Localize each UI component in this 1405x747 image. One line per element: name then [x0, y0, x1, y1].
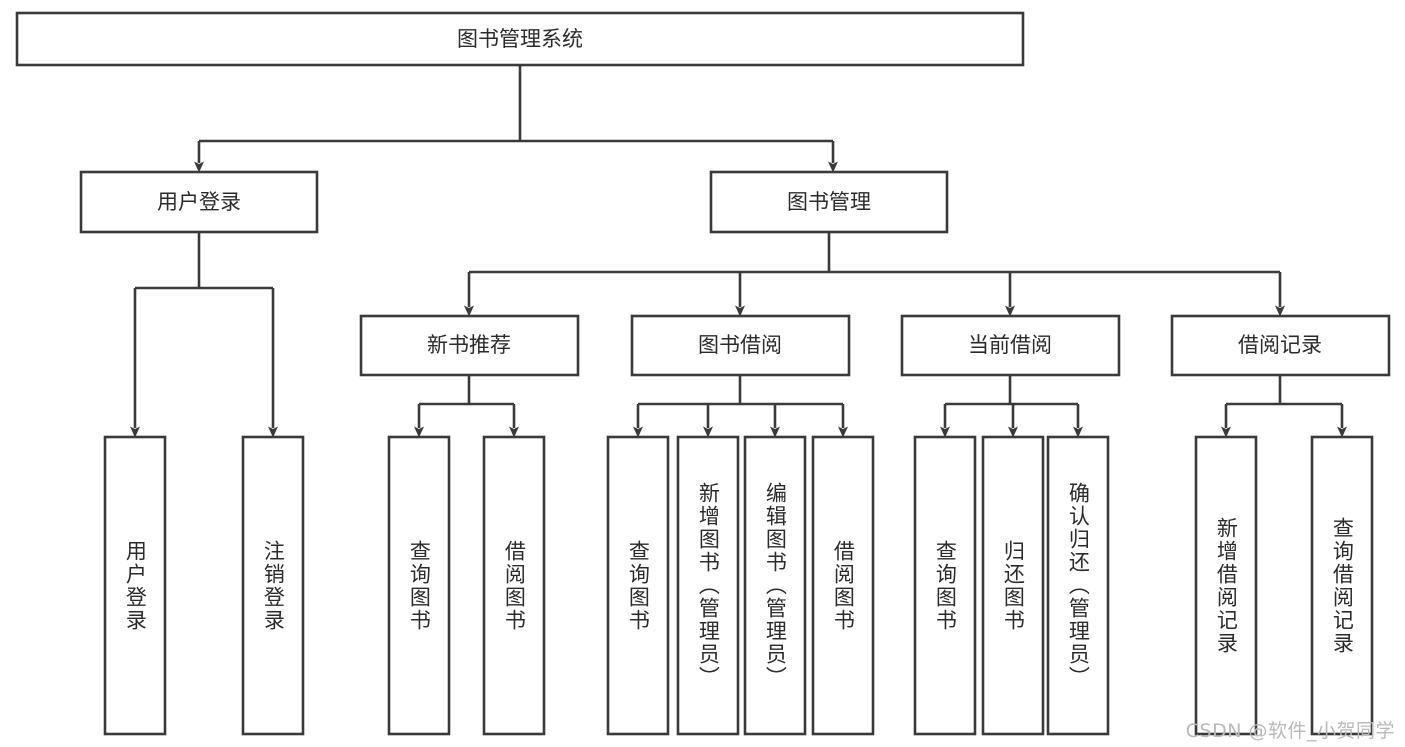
connector-group-root	[194, 65, 838, 173]
leaf-borrow-book-1-box[interactable]	[482, 435, 546, 736]
node-user-login-box[interactable]	[79, 170, 319, 234]
node-root-box[interactable]	[15, 11, 1025, 67]
watermark: CSDN @软件_小贺同学	[1185, 720, 1395, 742]
node-root[interactable]: 图书管理系统	[15, 11, 1025, 67]
connector-group-user-login	[130, 232, 278, 438]
leaf-return-book-box[interactable]	[981, 435, 1045, 736]
node-borrow-record-box[interactable]	[1170, 314, 1391, 377]
node-book-borrow-label: 图书借阅	[698, 333, 782, 357]
leaf-user-login-box[interactable]	[103, 435, 167, 736]
node-current-borrow[interactable]: 当前借阅	[900, 314, 1121, 377]
connector-group-new-book-rec	[414, 375, 519, 438]
leaf-confirm-return-box[interactable]	[1046, 435, 1110, 736]
leaf-query-book-1-box[interactable]	[387, 435, 451, 736]
leaf-query-book-3-box[interactable]	[913, 435, 977, 736]
node-new-book-rec-label: 新书推荐	[427, 333, 511, 357]
node-new-book-rec-box[interactable]	[359, 314, 580, 377]
node-current-borrow-box[interactable]	[900, 314, 1121, 377]
node-borrow-record-label: 借阅记录	[1238, 333, 1322, 357]
node-borrow-record[interactable]: 借阅记录	[1170, 314, 1391, 377]
node-current-borrow-label: 当前借阅	[968, 333, 1052, 357]
node-user-login-label: 用户登录	[157, 190, 241, 214]
node-book-manage-box[interactable]	[709, 170, 949, 234]
leaf-box-group	[103, 435, 1374, 736]
node-book-manage[interactable]: 图书管理	[709, 170, 949, 234]
leaf-add-record-box[interactable]	[1194, 435, 1258, 736]
leaf-logout-login-box[interactable]	[241, 435, 305, 736]
node-book-borrow[interactable]: 图书借阅	[630, 314, 851, 377]
leaf-edit-book-box[interactable]	[743, 435, 807, 736]
leaf-query-book-2-box[interactable]	[606, 435, 670, 736]
node-user-login[interactable]: 用户登录	[79, 170, 319, 234]
node-new-book-rec[interactable]: 新书推荐	[359, 314, 580, 377]
leaf-add-book-box[interactable]	[676, 435, 740, 736]
leaf-query-record-box[interactable]	[1310, 435, 1374, 736]
connector-group-book-borrow	[633, 375, 848, 438]
node-book-borrow-box[interactable]	[630, 314, 851, 377]
node-root-label: 图书管理系统	[457, 27, 583, 51]
connector-group-borrow-record	[1221, 375, 1347, 438]
connector-group-current-borrow	[940, 375, 1083, 438]
leaf-borrow-book-2-box[interactable]	[811, 435, 875, 736]
node-book-manage-label: 图书管理	[787, 190, 871, 214]
connector-group-book-manage	[464, 232, 1285, 317]
